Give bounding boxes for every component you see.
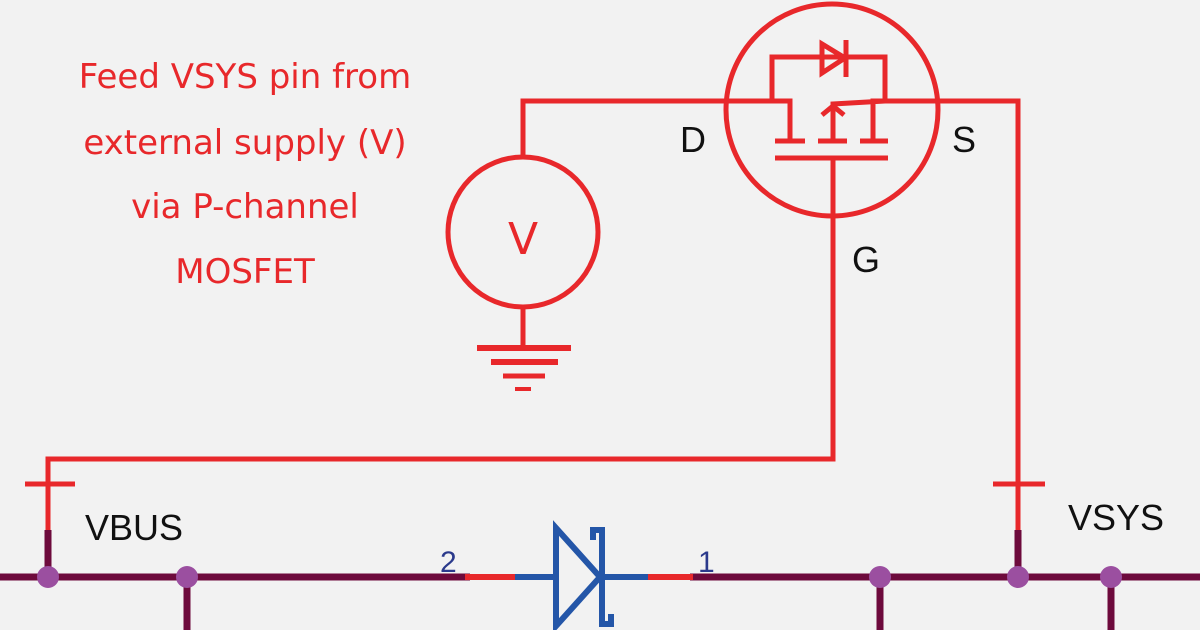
junction-dot bbox=[1100, 566, 1122, 588]
junction-dot bbox=[1007, 566, 1029, 588]
ground-icon bbox=[477, 345, 571, 391]
pin-label-drain: D bbox=[680, 119, 706, 160]
junction-dot bbox=[37, 566, 59, 588]
source-lead bbox=[830, 98, 886, 140]
source-wire[interactable] bbox=[885, 98, 1021, 530]
net-label-vbus: VBUS bbox=[85, 507, 183, 548]
schottky-diode[interactable] bbox=[465, 520, 693, 630]
pin-label-source: S bbox=[952, 119, 976, 160]
voltage-source[interactable]: V bbox=[445, 154, 601, 346]
body-diode-triangle bbox=[819, 39, 850, 78]
annotation-line-2: external supply (V) bbox=[83, 123, 406, 163]
drain-lead bbox=[770, 98, 793, 140]
gate-wire[interactable] bbox=[45, 160, 836, 530]
body-diode-loop bbox=[769, 54, 888, 101]
annotation-line-4: MOSFET bbox=[175, 252, 315, 292]
annotation-line-1: Feed VSYS pin from bbox=[79, 57, 411, 97]
junction-dot bbox=[176, 566, 198, 588]
pin-label-gate: G bbox=[852, 239, 880, 280]
net-label-vsys: VSYS bbox=[1068, 497, 1164, 538]
mosfet-body-circle bbox=[723, 1, 941, 219]
channel-arrow bbox=[820, 102, 846, 117]
drain-wire[interactable] bbox=[520, 98, 770, 157]
p-channel-mosfet[interactable] bbox=[723, 1, 941, 219]
junction-dot bbox=[869, 566, 891, 588]
voltage-source-label: V bbox=[508, 214, 538, 265]
diode-triangle bbox=[553, 520, 605, 630]
annotation-text: Feed VSYS pin from external supply (V) v… bbox=[79, 57, 411, 292]
added-wires bbox=[25, 98, 1045, 530]
diode-pin-number-cathode: 1 bbox=[698, 546, 715, 579]
annotation-line-3: via P-channel bbox=[131, 187, 359, 227]
diode-pin-number-anode: 2 bbox=[440, 546, 457, 579]
